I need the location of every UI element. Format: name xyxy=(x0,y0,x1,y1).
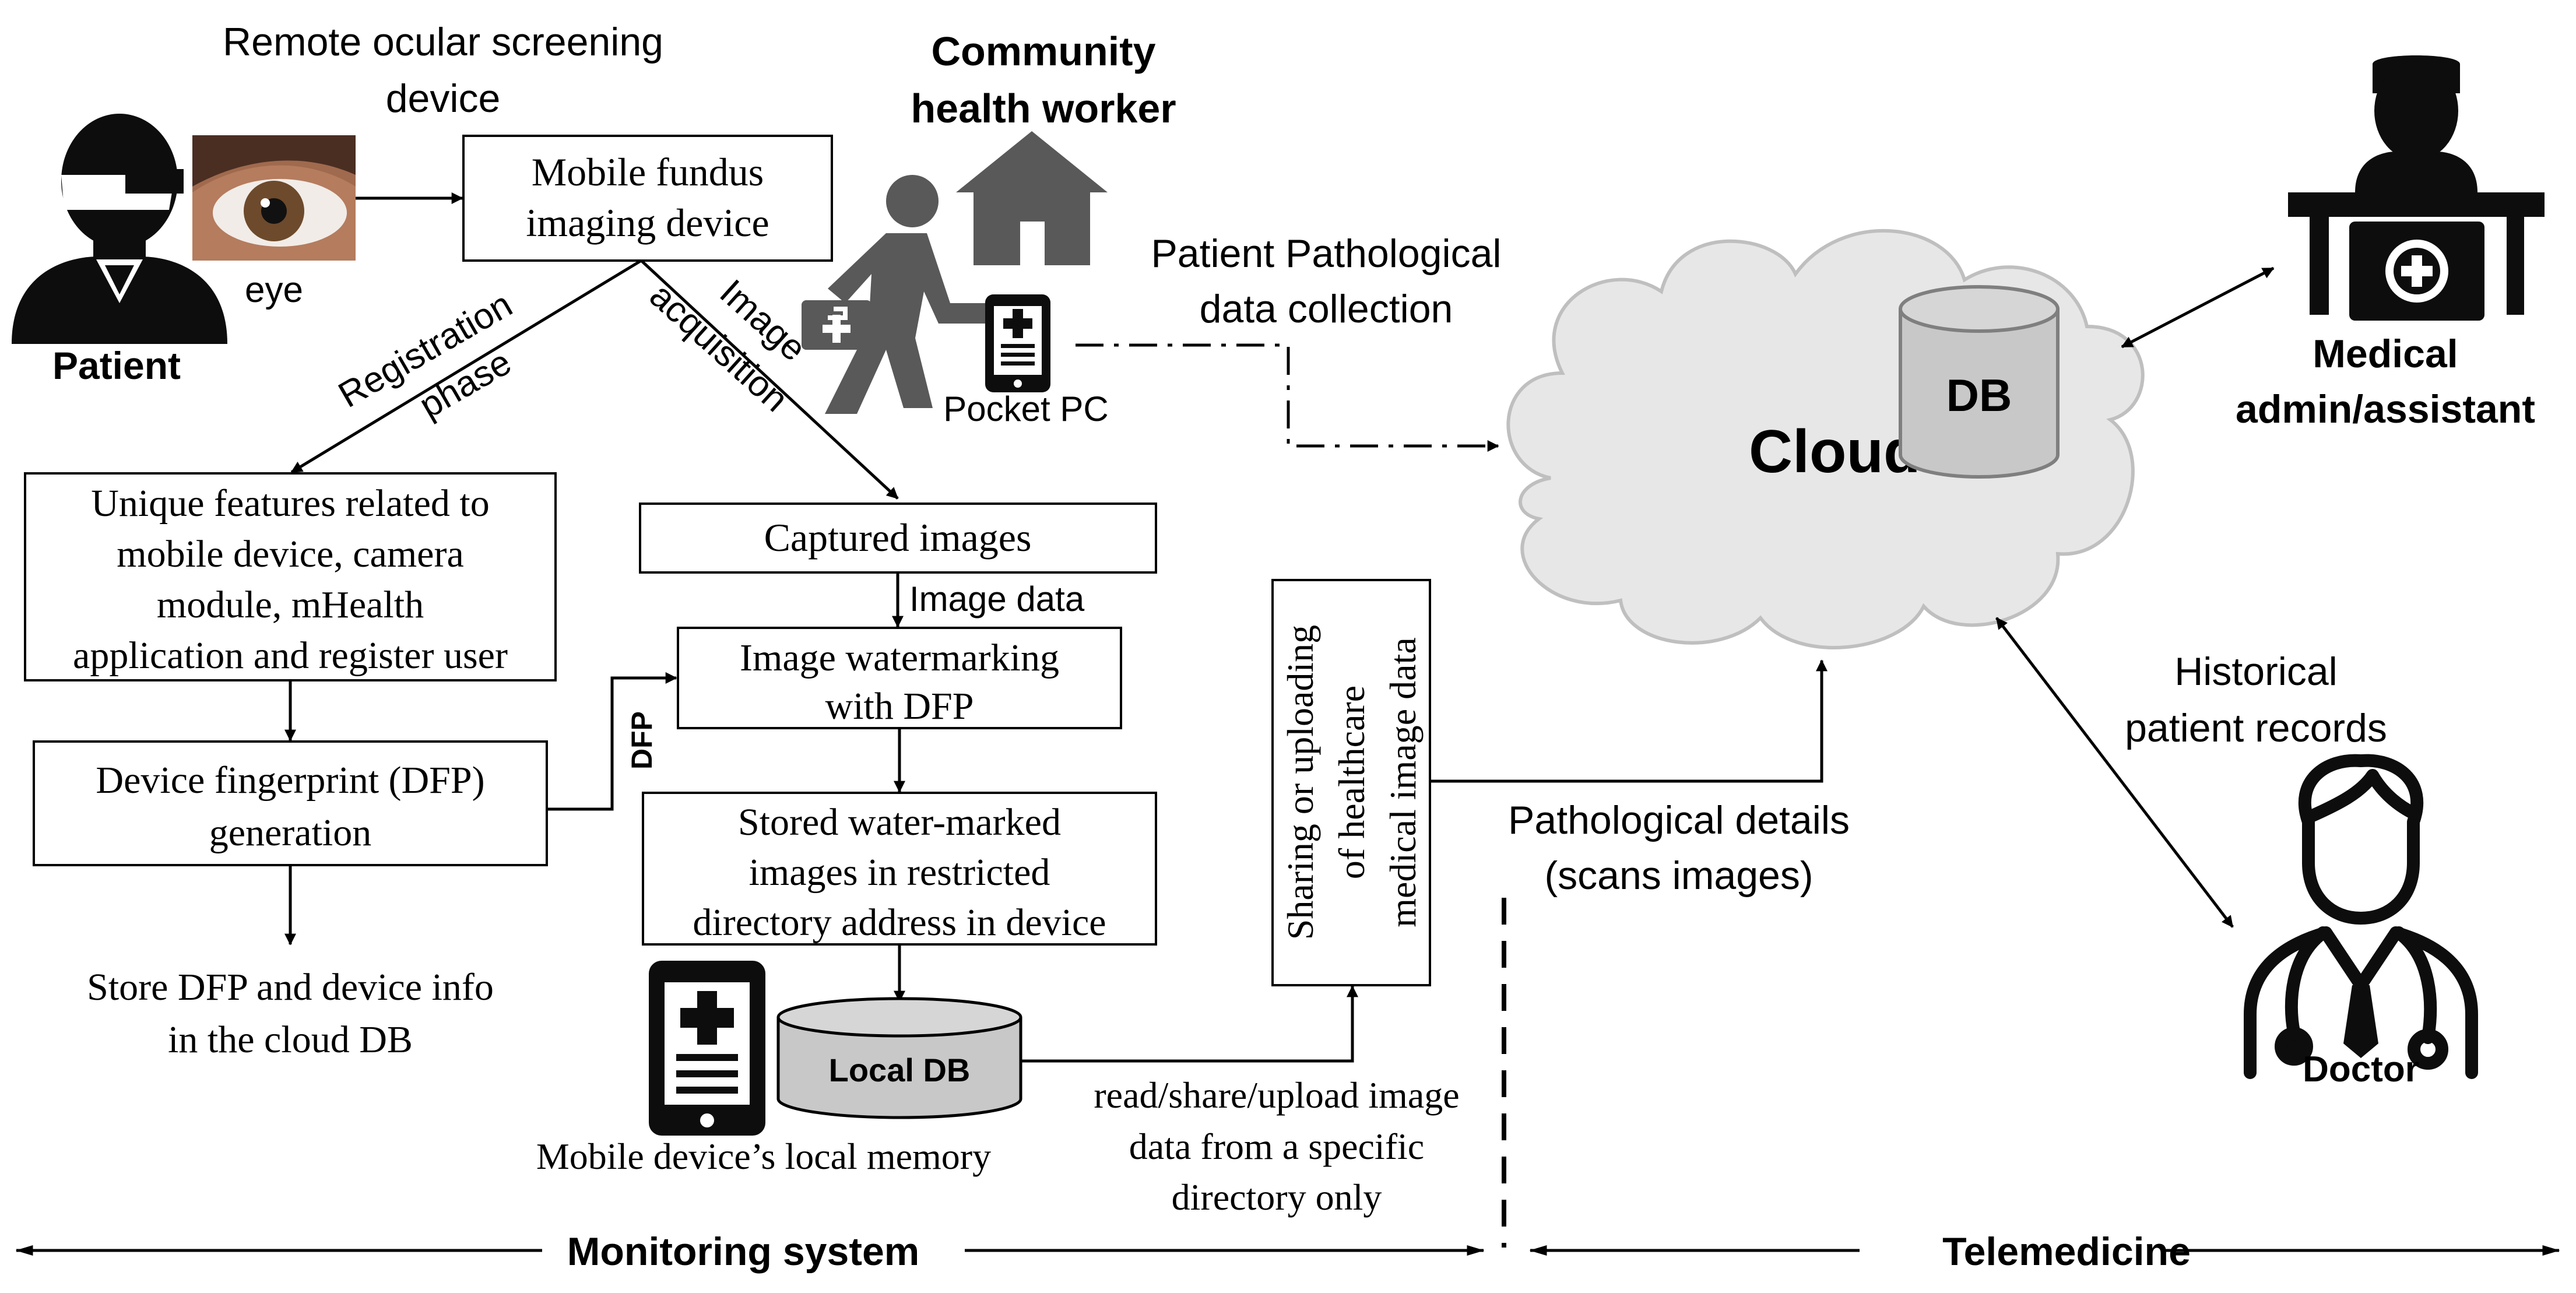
cloud-db-icon xyxy=(1899,285,2060,479)
image-acquisition-label: Image acquisition xyxy=(642,272,814,419)
patient-icon xyxy=(12,114,227,344)
doctor-label: Doctor xyxy=(2303,1049,2419,1090)
cloud-db-label: DB xyxy=(1946,370,2012,421)
sharing-uploading-box xyxy=(1271,579,1431,986)
sharing-text-3: medical image data xyxy=(1382,637,1424,927)
health-worker-walking-icon xyxy=(802,175,985,414)
arrow-sharing-to-cloud xyxy=(1430,659,1828,783)
read-share-label-2: data from a specific xyxy=(1129,1126,1424,1167)
arrow-cloud-admin xyxy=(2121,266,2275,349)
medical-admin-label-2: admin/assistant xyxy=(2236,387,2535,431)
local-db-label: Local DB xyxy=(829,1052,971,1088)
historical-label-2: patient records xyxy=(2125,706,2387,750)
eye-image xyxy=(192,135,356,261)
local-db-icon xyxy=(776,997,1022,1119)
pathological-details-label-2: (scans images) xyxy=(1544,853,1813,898)
captured-images-text: Captured images xyxy=(764,515,1032,560)
dashdot-pocketpc-to-cloud xyxy=(1076,343,1499,452)
remote-device-label-1: Remote ocular screening xyxy=(223,20,663,64)
pathological-collection-label-1: Patient Pathological xyxy=(1151,231,1501,276)
unique-features-box xyxy=(24,472,557,681)
watermarking-text-1: Image watermarking xyxy=(740,637,1059,679)
telemedicine-label: Telemedicine xyxy=(1942,1229,2191,1274)
watermarking-text-2: with DFP xyxy=(825,685,974,728)
store-dfp-label-2: in the cloud DB xyxy=(168,1018,413,1061)
unique-features-text-2: mobile device, camera xyxy=(117,533,464,575)
medical-admin-label-1: Medical xyxy=(2313,332,2458,376)
mobile-fundus-text-1: Mobile fundus xyxy=(532,150,764,194)
arrow-to-registration xyxy=(290,259,642,474)
registration-phase-label: Registration phase xyxy=(332,284,519,426)
unique-features-text-3: module, mHealth xyxy=(157,584,424,626)
stored-text-1: Stored water-marked xyxy=(738,801,1061,844)
stored-watermarked-box xyxy=(642,792,1157,946)
medical-admin-icon xyxy=(2288,55,2545,321)
unique-features-text-1: Unique features related to xyxy=(91,482,490,525)
chw-label-1: Community xyxy=(932,29,1156,74)
pathological-collection-label-2: data collection xyxy=(1200,287,1453,331)
arrow-cloud-doctor xyxy=(1995,617,2234,928)
dfp-generation-box xyxy=(33,740,548,866)
eye-label: eye xyxy=(245,270,303,310)
historical-label-1: Historical xyxy=(2174,649,2338,694)
sharing-text-1: Sharing or uploading xyxy=(1280,625,1321,940)
mobile-fundus-text-2: imaging device xyxy=(526,201,769,245)
local-memory-label: Mobile device’s local memory xyxy=(536,1136,991,1177)
image-data-label: Image data xyxy=(909,579,1085,619)
read-share-label-3: directory only xyxy=(1172,1176,1382,1218)
sharing-text-2: of healthcare xyxy=(1331,686,1372,879)
arrow-dfp-to-watermark xyxy=(547,672,677,811)
monitoring-system-label: Monitoring system xyxy=(567,1229,920,1274)
arrow-localdb-to-sharing xyxy=(1021,985,1358,1063)
arrow-to-acquisition xyxy=(640,259,899,500)
remote-device-label-2: device xyxy=(386,76,501,121)
house-icon xyxy=(956,131,1108,265)
patient-label: Patient xyxy=(52,344,181,387)
mobile-fundus-box xyxy=(462,135,833,262)
dfp-generation-text-2: generation xyxy=(209,811,372,854)
captured-images-box xyxy=(639,503,1157,574)
read-share-label-1: read/share/upload image xyxy=(1094,1074,1459,1116)
unique-features-text-4: application and register user xyxy=(73,634,508,677)
pocket-pc-label: Pocket PC xyxy=(943,389,1108,428)
stored-text-2: images in restricted xyxy=(749,851,1050,894)
dfp-generation-text-1: Device fingerprint (DFP) xyxy=(96,759,484,802)
doctor-tie-icon xyxy=(2343,985,2378,1058)
dfp-connector-label: DFP xyxy=(625,711,658,770)
pocket-pc-icon xyxy=(985,294,1050,392)
stored-text-3: directory address in device xyxy=(693,901,1106,944)
watermarking-box xyxy=(677,627,1122,729)
sharing-uploading-text: Sharing or uploading of healthcare medic… xyxy=(1280,625,1424,940)
store-dfp-label-1: Store DFP and device info xyxy=(87,966,494,1009)
pathological-details-label-1: Pathological details xyxy=(1508,798,1850,842)
mobile-device-icon xyxy=(649,961,765,1136)
chw-label-2: health worker xyxy=(911,86,1176,131)
cloud-label: Cloud xyxy=(1749,418,1921,486)
